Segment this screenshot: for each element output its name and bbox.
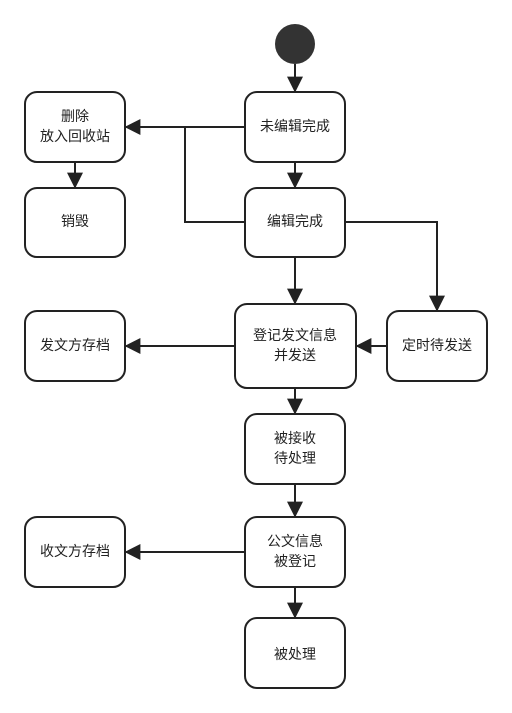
node-processed: 被处理 bbox=[244, 617, 346, 689]
node-delete-label: 删除放入回收站 bbox=[40, 109, 110, 145]
node-destroy-label: 销毁 bbox=[61, 214, 89, 230]
node-label-line: 收文方存档 bbox=[40, 544, 110, 560]
node-label-line: 登记发文信息 bbox=[253, 327, 337, 344]
node-label-line: 销毁 bbox=[61, 214, 89, 230]
node-edited-label: 编辑完成 bbox=[267, 214, 323, 230]
node-label-line: 定时待发送 bbox=[402, 338, 472, 354]
node-received: 被接收待处理 bbox=[244, 413, 346, 485]
node-label-line: 并发送 bbox=[274, 348, 316, 364]
node-unedited-label: 未编辑完成 bbox=[260, 119, 330, 135]
node-label-line: 编辑完成 bbox=[267, 214, 323, 230]
node-received-label: 被接收待处理 bbox=[274, 430, 316, 467]
node-doc-registered-label: 公文信息被登记 bbox=[267, 533, 323, 570]
node-label-line: 放入回收站 bbox=[40, 129, 110, 145]
edge-edited-to-delete bbox=[184, 127, 245, 223]
node-doc-registered: 公文信息被登记 bbox=[244, 516, 346, 588]
node-destroy: 销毁 bbox=[24, 187, 126, 258]
node-send-archive: 发文方存档 bbox=[24, 310, 126, 382]
node-label-line: 公文信息 bbox=[267, 533, 323, 550]
node-recv-archive: 收文方存档 bbox=[24, 516, 126, 588]
node-register-send-label: 登记发文信息并发送 bbox=[253, 327, 337, 364]
node-scheduled-send-label: 定时待发送 bbox=[402, 338, 472, 354]
node-edited: 编辑完成 bbox=[244, 187, 346, 258]
node-unedited: 未编辑完成 bbox=[244, 91, 346, 163]
node-label-line: 被处理 bbox=[274, 647, 316, 663]
node-scheduled-send: 定时待发送 bbox=[386, 310, 488, 382]
node-label-line: 未编辑完成 bbox=[260, 119, 330, 135]
node-label-line: 发文方存档 bbox=[40, 338, 110, 354]
node-send-archive-label: 发文方存档 bbox=[40, 338, 110, 354]
edge-edited-to-scheduled bbox=[345, 221, 445, 312]
node-processed-label: 被处理 bbox=[274, 647, 316, 663]
node-label-line: 被登记 bbox=[274, 554, 316, 570]
node-label-line: 删除 bbox=[61, 109, 89, 125]
node-register-send: 登记发文信息并发送 bbox=[234, 303, 357, 389]
node-label-line: 被接收 bbox=[274, 430, 316, 447]
node-delete: 删除放入回收站 bbox=[24, 91, 126, 163]
node-label-line: 待处理 bbox=[274, 451, 316, 467]
start-node bbox=[275, 24, 315, 64]
node-recv-archive-label: 收文方存档 bbox=[40, 544, 110, 560]
